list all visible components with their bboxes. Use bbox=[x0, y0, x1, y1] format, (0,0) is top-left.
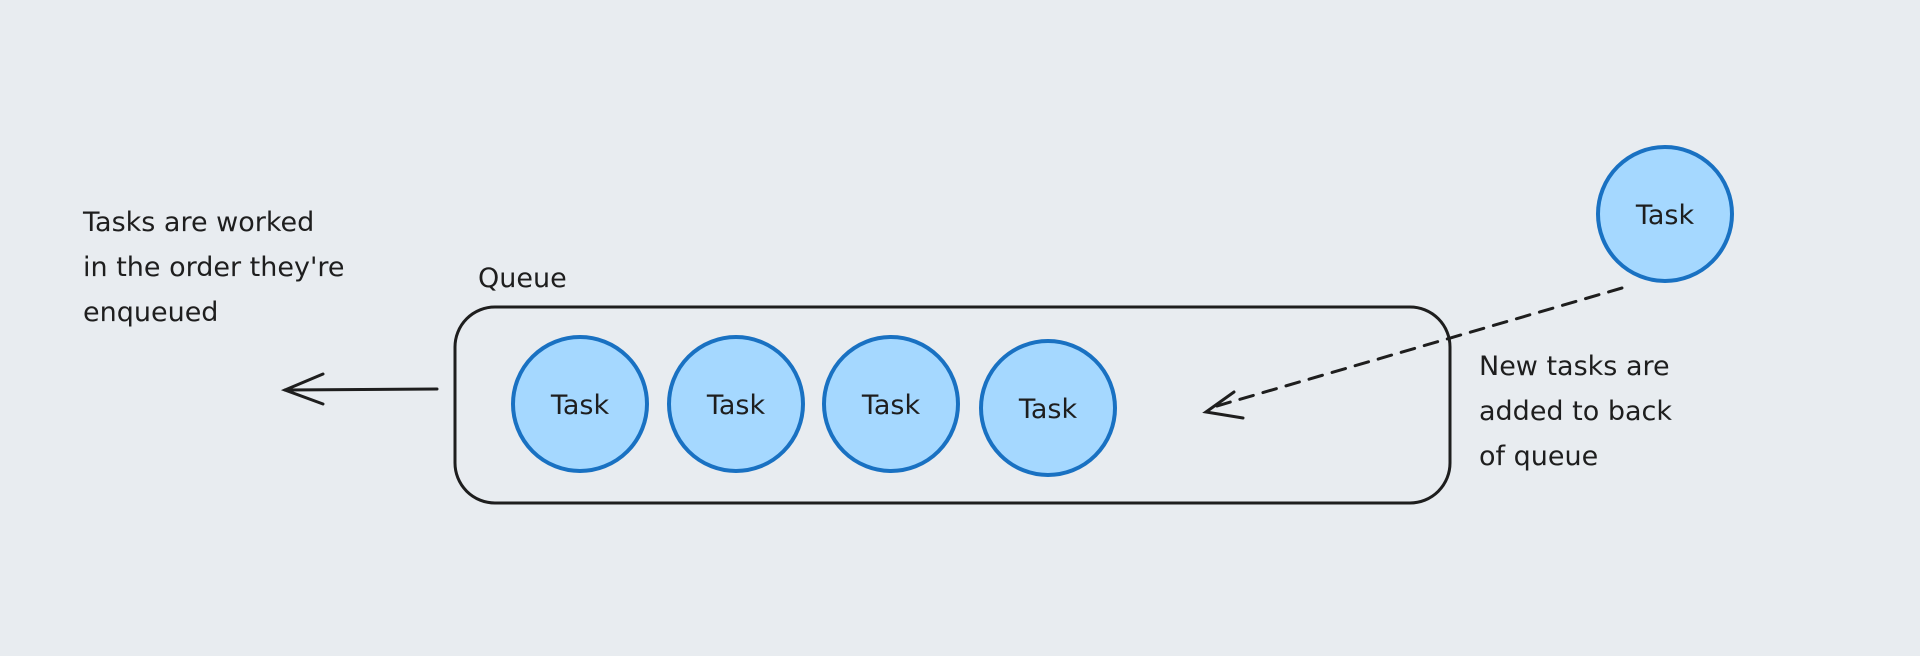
left-note: Tasks are worked in the order they're en… bbox=[83, 200, 345, 335]
incoming-task: Task bbox=[1596, 145, 1734, 283]
left-note-line: Tasks are worked bbox=[83, 207, 315, 238]
left-note-line: enqueued bbox=[83, 297, 219, 328]
incoming-task-label: Task bbox=[1635, 200, 1695, 231]
queue-box bbox=[453, 305, 1452, 505]
task-circle bbox=[979, 339, 1117, 477]
task-label: Task bbox=[1018, 394, 1078, 425]
task-label: Task bbox=[861, 390, 921, 421]
queued-task: Task bbox=[511, 335, 649, 473]
task-label: Task bbox=[706, 390, 766, 421]
dequeue-arrow bbox=[280, 372, 439, 406]
queued-task: Task bbox=[822, 335, 960, 473]
right-note-line: of queue bbox=[1479, 441, 1599, 472]
task-circle bbox=[667, 335, 805, 473]
task-circle bbox=[511, 335, 649, 473]
queued-task: Task bbox=[667, 335, 805, 473]
queued-task: Task bbox=[979, 339, 1117, 477]
enqueue-dashed-arrow bbox=[1202, 286, 1624, 420]
right-note: New tasks are added to back of queue bbox=[1479, 344, 1672, 479]
right-note-line: added to back bbox=[1479, 396, 1673, 427]
left-note-line: in the order they're bbox=[83, 252, 345, 283]
task-circle bbox=[822, 335, 960, 473]
queue-label: Queue bbox=[478, 263, 567, 294]
task-label: Task bbox=[550, 390, 610, 421]
right-note-line: New tasks are bbox=[1479, 351, 1670, 382]
